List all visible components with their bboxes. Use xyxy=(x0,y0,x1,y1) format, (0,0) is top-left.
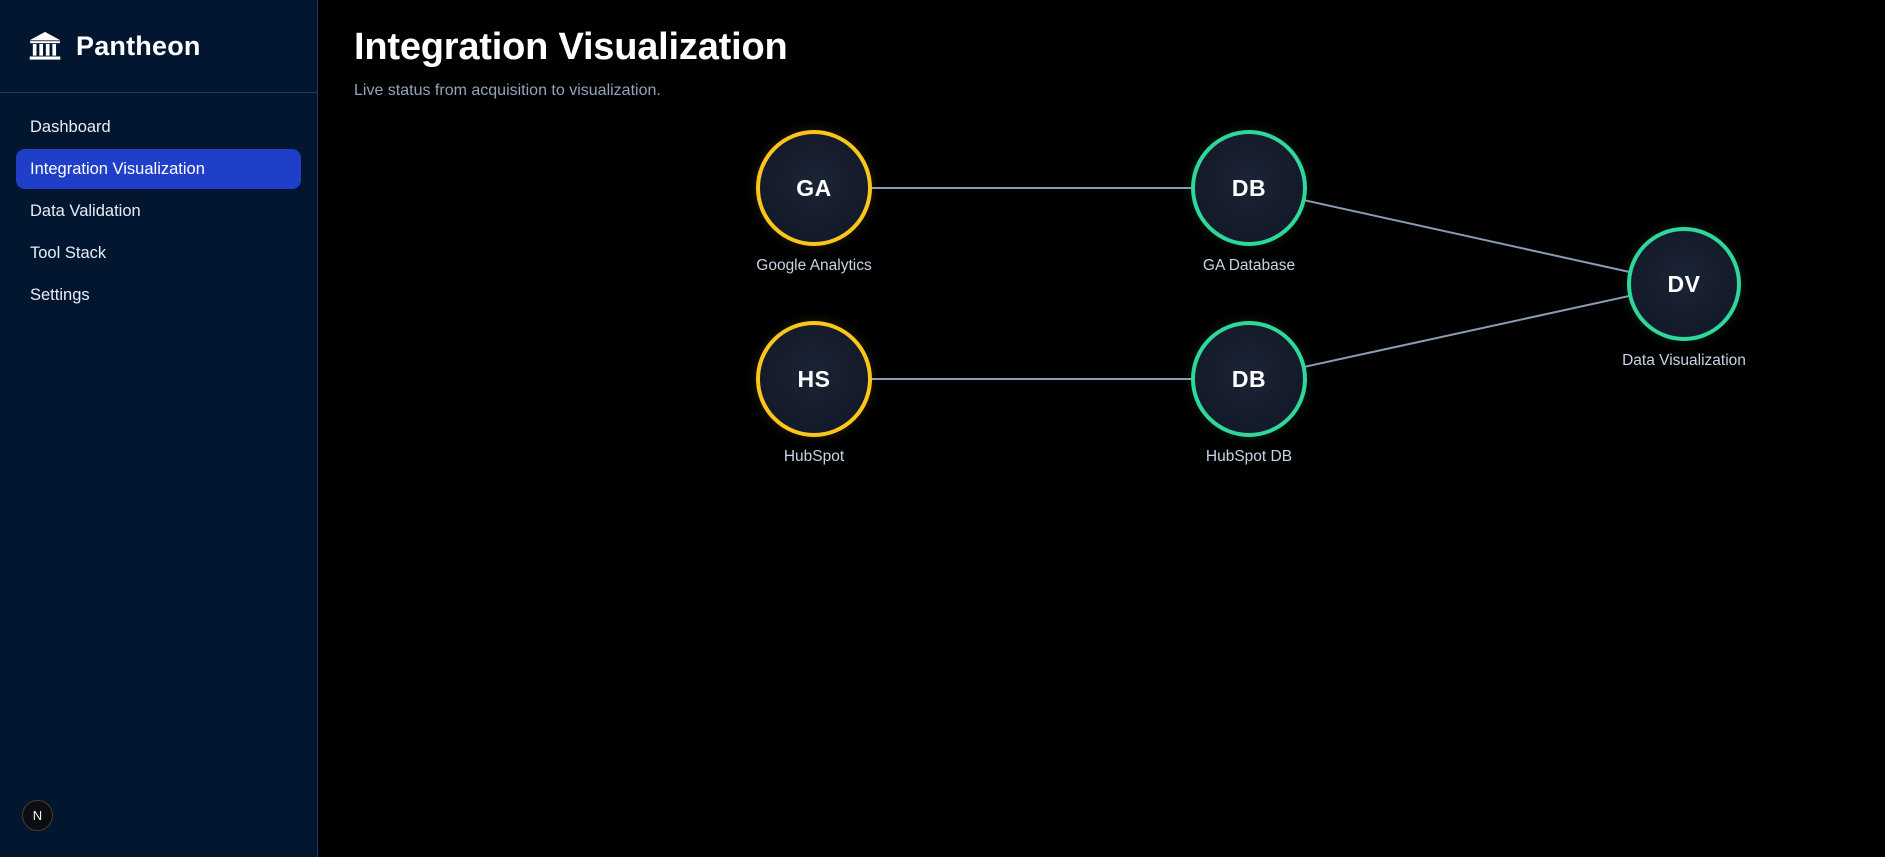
graph-node-ga[interactable]: GA Google Analytics xyxy=(696,130,932,276)
brand[interactable]: Pantheon xyxy=(0,0,317,93)
graph-node-code: GA xyxy=(796,174,832,201)
graph-node-code: DB xyxy=(1231,174,1267,201)
graph-node-label: HubSpot xyxy=(783,448,845,465)
graph-node-label: GA Database xyxy=(1202,257,1296,274)
graph-node-gadb[interactable]: DB GA Database xyxy=(1131,130,1367,276)
graph-node-circle[interactable]: DV xyxy=(1627,227,1741,341)
graph-node-label: HubSpot DB xyxy=(1205,448,1293,465)
graph-node-hsdb[interactable]: DB HubSpot DB xyxy=(1131,321,1367,467)
graph-node-circle[interactable]: DB xyxy=(1191,321,1307,437)
graph-node-dv[interactable]: DV Data Visualization xyxy=(1567,227,1801,371)
graph-node-code: DB xyxy=(1231,365,1267,392)
sidebar-item-label: Tool Stack xyxy=(30,243,107,262)
page-title: Integration Visualization xyxy=(354,26,788,68)
sidebar-item-label: Data Validation xyxy=(30,201,141,220)
sidebar-item-data-validation[interactable]: Data Validation xyxy=(16,191,301,231)
sidebar: Pantheon Dashboard Integration Visualiza… xyxy=(0,0,318,857)
brand-title: Pantheon xyxy=(76,30,201,61)
graph-node-label: Data Visualization xyxy=(1622,352,1746,369)
page-subtitle: Live status from acquisition to visualiz… xyxy=(354,81,661,99)
graph-node-circle[interactable]: DB xyxy=(1191,130,1307,246)
avatar[interactable]: N xyxy=(22,800,53,831)
sidebar-nav: Dashboard Integration Visualization Data… xyxy=(0,93,317,315)
graph-node-code: DV xyxy=(1667,270,1701,297)
bank-building-icon xyxy=(29,31,61,60)
sidebar-item-label: Settings xyxy=(30,285,90,304)
graph-edge-layer xyxy=(814,187,1685,380)
graph-node-circle[interactable]: GA xyxy=(756,130,872,246)
sidebar-item-label: Integration Visualization xyxy=(30,159,205,178)
sidebar-footer: N xyxy=(0,800,317,857)
avatar-initial: N xyxy=(32,808,43,823)
graph-node-circle[interactable]: HS xyxy=(756,321,872,437)
page-header: Integration Visualization Live status fr… xyxy=(318,0,1885,100)
sidebar-item-tool-stack[interactable]: Tool Stack xyxy=(16,233,301,273)
main-content: Integration Visualization Live status fr… xyxy=(318,0,1885,857)
sidebar-item-label: Dashboard xyxy=(30,117,111,136)
graph-node-code: HS xyxy=(797,365,831,392)
graph-node-hs[interactable]: HS HubSpot xyxy=(696,321,932,467)
sidebar-item-settings[interactable]: Settings xyxy=(16,275,301,315)
sidebar-item-dashboard[interactable]: Dashboard xyxy=(16,107,301,147)
sidebar-item-integration-visualization[interactable]: Integration Visualization xyxy=(16,149,301,189)
graph-node-label: Google Analytics xyxy=(756,257,872,274)
